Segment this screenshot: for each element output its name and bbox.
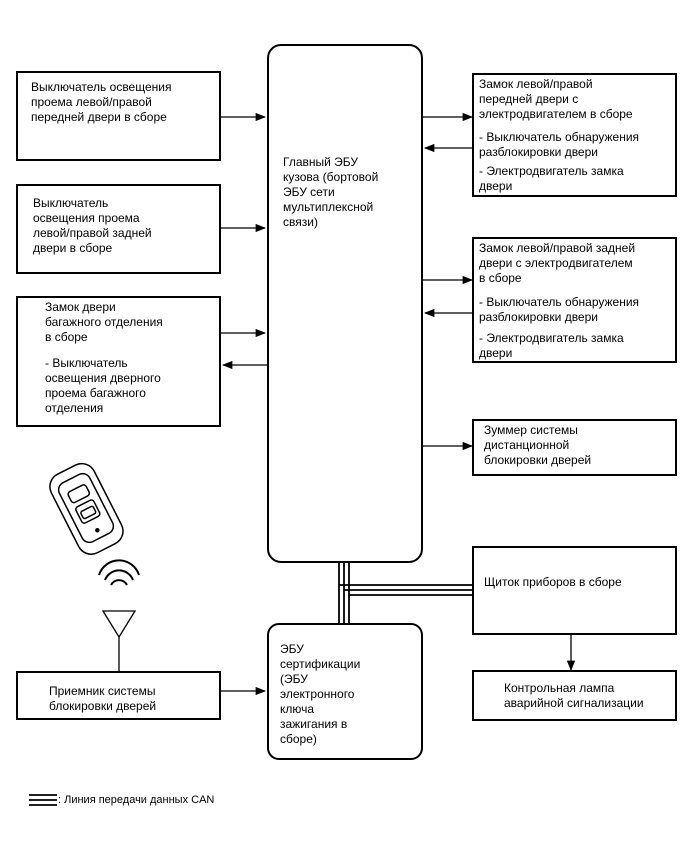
can-bus-lines (29, 563, 472, 806)
antenna-icon (101, 610, 137, 639)
rear-door-lock-item-unlock-switch: - Выключатель обнаружения разблокировки … (479, 295, 640, 324)
radio-waves-icon (98, 559, 140, 586)
rear-door-lock-motor-box (472, 237, 677, 363)
rear-door-light-switch-box (16, 184, 221, 274)
front-door-lock-item-motor: - Электродвигатель замка двери (479, 164, 624, 193)
door-lock-receiver-label: Приемник системы блокировки дверей (49, 684, 157, 713)
rear-door-light-switch-label: Выключатель освещения проема левой/право… (33, 196, 152, 255)
remote-lock-buzzer-label: Зуммер системы дистанционной блокировки … (484, 423, 592, 467)
front-door-lock-item-unlock-switch: - Выключатель обнаружения разблокировки … (479, 130, 640, 159)
front-door-light-switch-label: Выключатель освещения проема левой/право… (31, 80, 172, 124)
rear-door-lock-motor-title: Замок левой/правой задней двери с электр… (479, 241, 636, 285)
legend-can-line-label: : Линия передачи данных CAN (58, 794, 215, 806)
trunk-door-lock-title: Замок двери багажного отделения в сборе (45, 300, 163, 344)
front-door-light-switch-box (16, 71, 221, 161)
main-body-ecu-box (267, 44, 423, 563)
certification-ecu-label: ЭБУ сертификации (ЭБУ электронного ключа… (280, 642, 361, 746)
trunk-door-lock-box (16, 296, 221, 427)
certification-ecu-box (267, 623, 423, 760)
trunk-door-lock-item: - Выключатель освещения дверного проема … (45, 356, 161, 415)
front-door-lock-motor-title: Замок левой/правой передней двери с элек… (479, 77, 633, 121)
hazard-warning-lamp-label: Контрольная лампа аварийной сигнализации (504, 681, 644, 710)
remote-lock-buzzer-box (472, 419, 677, 476)
front-door-lock-motor-box (472, 73, 677, 197)
main-body-ecu-label: Главный ЭБУ кузова (бортовой ЭБУ сети му… (283, 155, 379, 229)
meter-assembly-box (472, 546, 677, 635)
meter-assembly-label: Щиток приборов в сборе (484, 575, 622, 589)
key-fob-icon (49, 462, 124, 555)
rear-door-lock-item-motor: - Электродвигатель замка двери (479, 331, 624, 360)
door-lock-receiver-box (16, 671, 221, 720)
hazard-warning-lamp-box (472, 670, 677, 721)
